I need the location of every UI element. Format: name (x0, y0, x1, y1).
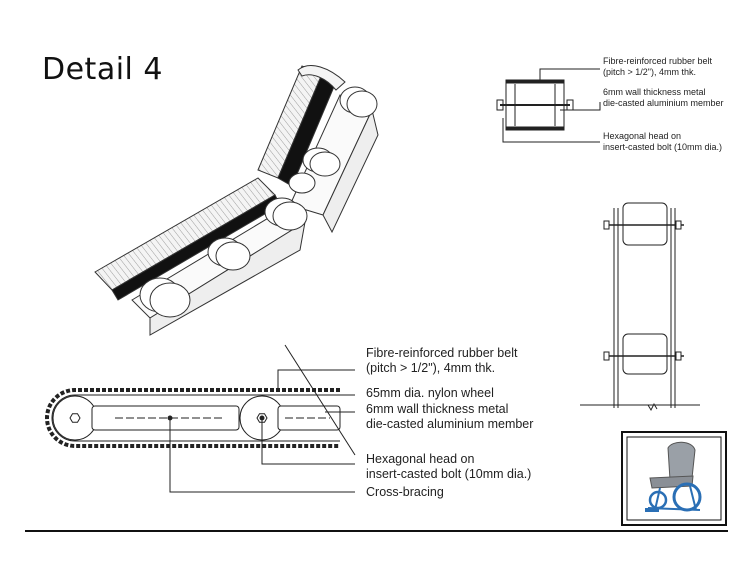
bolt-label-1: Hexagonal head on (366, 452, 475, 466)
page-title: Detail 4 (42, 52, 163, 87)
member-label-1: 6mm wall thickness metal (366, 402, 509, 416)
wheelchair-photo (621, 431, 727, 526)
long-section-diagram (45, 344, 356, 493)
wheel-label: 65mm dia. nylon wheel (366, 386, 494, 400)
belt-label-1: Fibre-reinforced rubber belt (366, 346, 518, 360)
bolt-label-2: insert-casted bolt (10mm dia.) (366, 467, 532, 481)
tr-member-label-2: die-casted aluminium member (603, 98, 724, 108)
tr-belt-label-2: (pitch > 1/2"), 4mm thk. (603, 67, 696, 77)
bracing-label: Cross-bracing (366, 485, 444, 499)
track-assembly-3d (94, 65, 379, 336)
member-label-2: die-casted aluminium member (366, 417, 534, 431)
tr-bolt-label-1: Hexagonal head on (603, 131, 682, 141)
cross-section-diagram (496, 68, 601, 143)
tr-bolt-label-2: insert-casted bolt (10mm dia.) (603, 142, 723, 152)
tr-member-label-1: 6mm wall thickness metal (603, 87, 706, 97)
side-elevation-diagram (580, 202, 700, 412)
belt-label-2: (pitch > 1/2"), 4mm thk. (366, 361, 496, 375)
tr-belt-label-1: Fibre-reinforced rubber belt (603, 56, 713, 66)
